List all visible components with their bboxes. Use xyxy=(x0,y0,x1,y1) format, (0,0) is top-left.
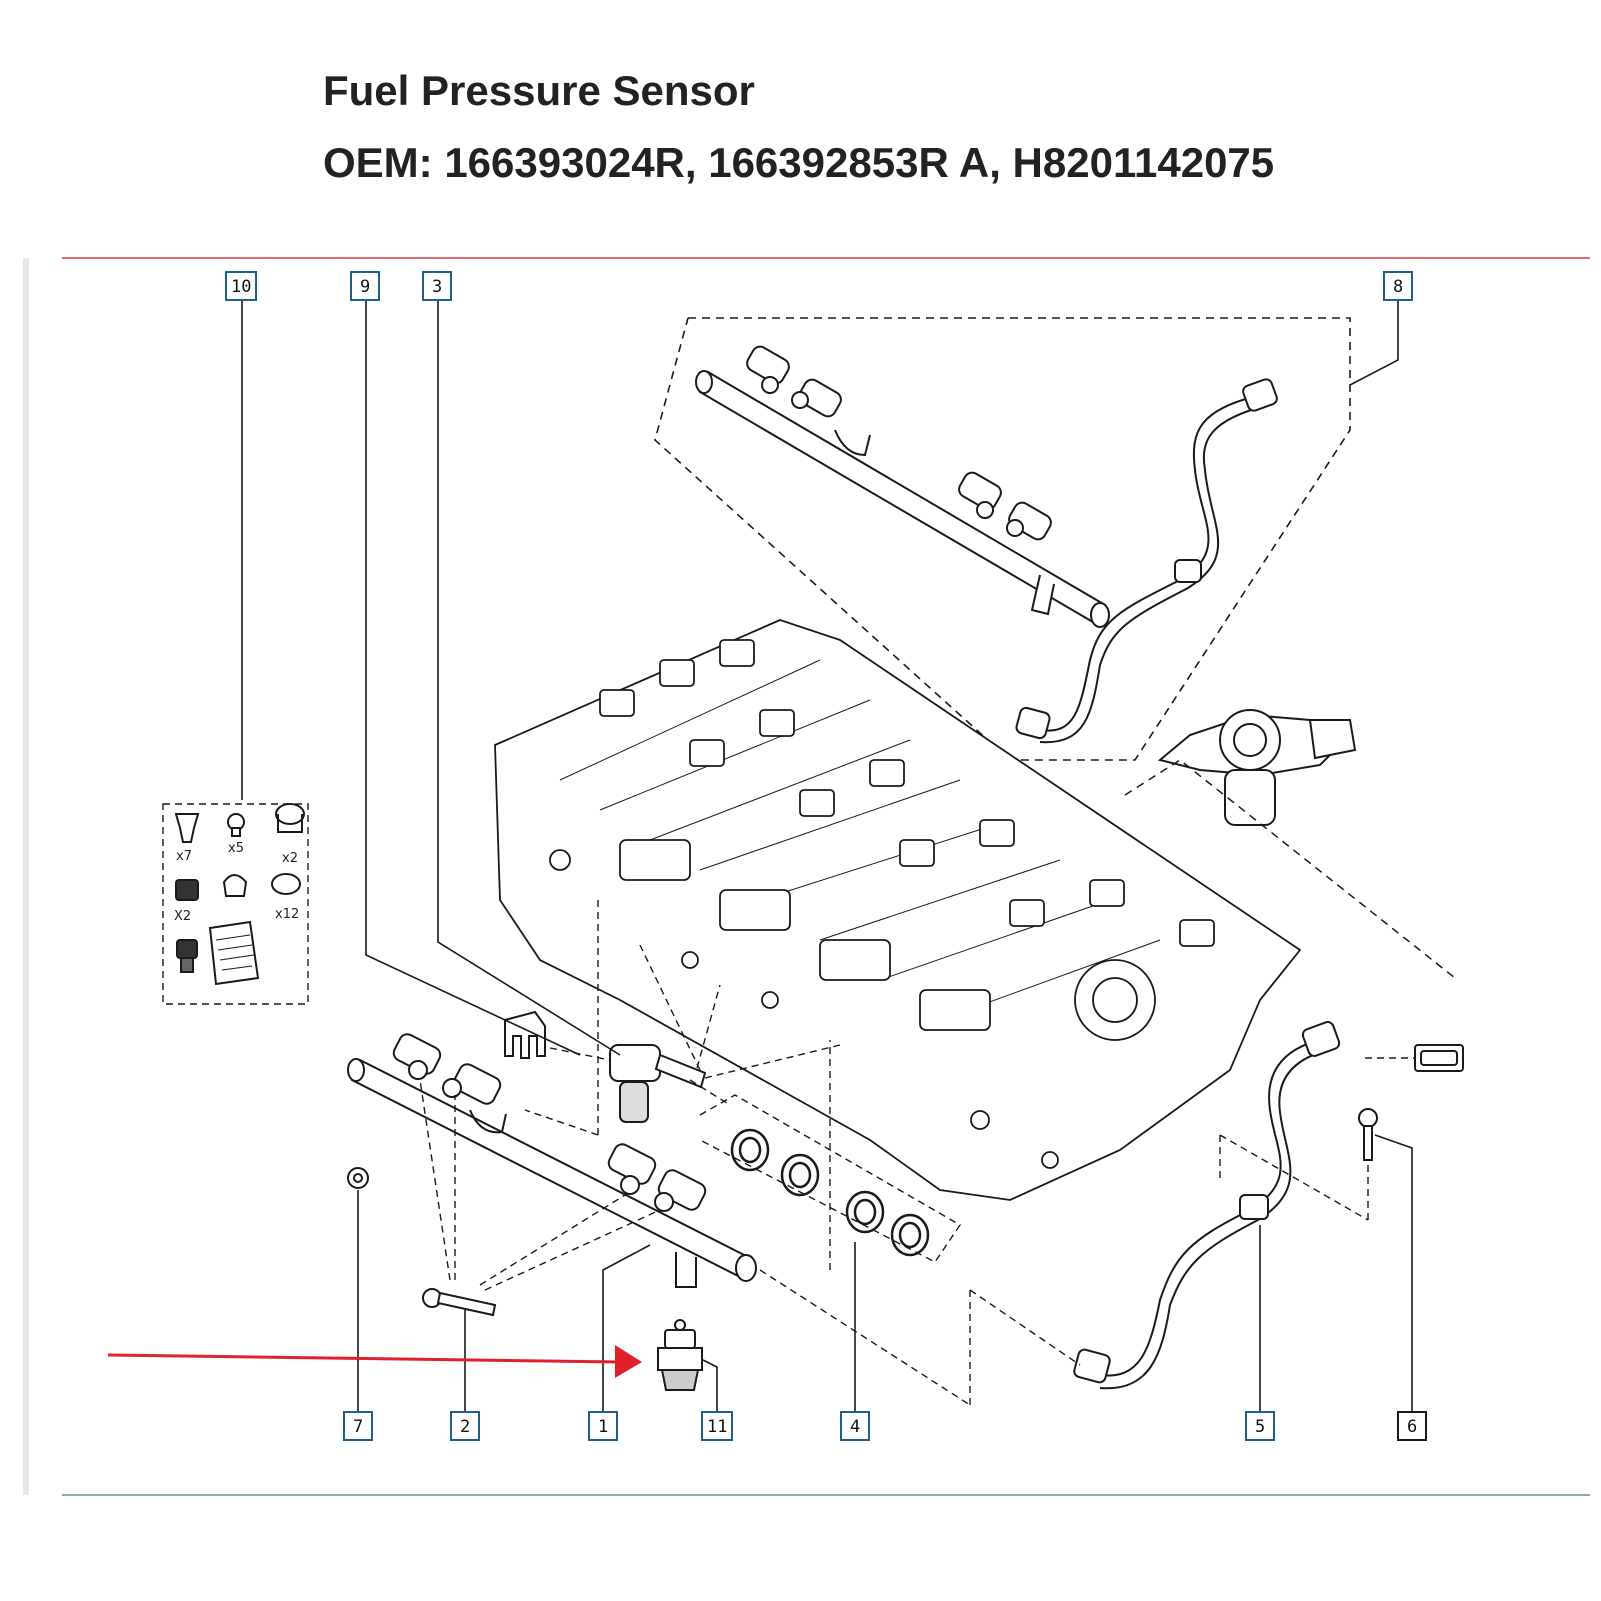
oem-numbers: OEM: 166393024R, 166392853R A, H82011420… xyxy=(323,139,1275,186)
bolt-part-2 xyxy=(422,1288,497,1317)
leader-lines xyxy=(241,300,1413,1412)
callout-8: 8 xyxy=(1383,271,1413,301)
callout-7: 7 xyxy=(343,1411,373,1441)
callout-1: 1 xyxy=(588,1411,618,1441)
svg-text:3: 3 xyxy=(432,277,442,297)
svg-text:1: 1 xyxy=(598,1417,608,1437)
callout-2: 2 xyxy=(450,1411,480,1441)
title-block: Fuel Pressure Sensor OEM: 166393024R, 16… xyxy=(323,70,1274,184)
callout-9: 9 xyxy=(350,271,380,301)
svg-text:9: 9 xyxy=(360,277,370,297)
callout-5: 5 xyxy=(1245,1411,1275,1441)
gasket-part xyxy=(1414,1044,1464,1072)
kit-qty-4: X2 xyxy=(174,909,191,924)
cylinder-head xyxy=(494,619,1302,1201)
bolt-part-6 xyxy=(1358,1108,1378,1161)
clip-part-9 xyxy=(504,1010,546,1059)
high-pressure-pipe-top xyxy=(1015,378,1278,744)
svg-text:8: 8 xyxy=(1393,277,1403,297)
svg-text:11: 11 xyxy=(707,1417,727,1437)
kit-qty-5: x12 xyxy=(275,907,299,922)
injector-part-3 xyxy=(609,1044,707,1123)
callout-3: 3 xyxy=(422,271,452,301)
page-title: Fuel Pressure Sensor xyxy=(323,67,755,114)
fuel-pressure-sensor-part xyxy=(657,1319,703,1391)
svg-text:4: 4 xyxy=(850,1417,860,1437)
svg-text:10: 10 xyxy=(231,277,251,297)
callout-6: 6 xyxy=(1397,1411,1427,1441)
dashed-connectors xyxy=(419,900,1415,1406)
callout-11: 11 xyxy=(701,1411,733,1441)
kit-qty-2: x5 xyxy=(228,841,244,856)
svg-text:2: 2 xyxy=(460,1417,470,1437)
callout-4: 4 xyxy=(840,1411,870,1441)
kit-box-10: x7 x5 x2 X2 x12 xyxy=(162,803,309,1005)
svg-text:7: 7 xyxy=(353,1417,363,1437)
high-pressure-pipe-lower xyxy=(1073,1021,1341,1390)
high-pressure-pump xyxy=(1157,709,1357,826)
o-rings-4 xyxy=(730,1128,930,1257)
dashed-lead-pump xyxy=(1124,759,1456,979)
kit-qty-1: x7 xyxy=(176,849,192,864)
svg-text:6: 6 xyxy=(1407,1417,1417,1437)
callout-10: 10 xyxy=(225,271,257,301)
fuel-rail-lower xyxy=(347,1033,757,1288)
highlight-arrow xyxy=(107,1345,642,1378)
fuel-rail-top xyxy=(695,345,1110,628)
svg-text:5: 5 xyxy=(1255,1417,1265,1437)
washer-part-7 xyxy=(347,1167,369,1189)
dashed-group-8 xyxy=(654,317,1351,761)
dashed-box-4 xyxy=(699,1094,962,1263)
kit-qty-3: x2 xyxy=(282,851,298,866)
